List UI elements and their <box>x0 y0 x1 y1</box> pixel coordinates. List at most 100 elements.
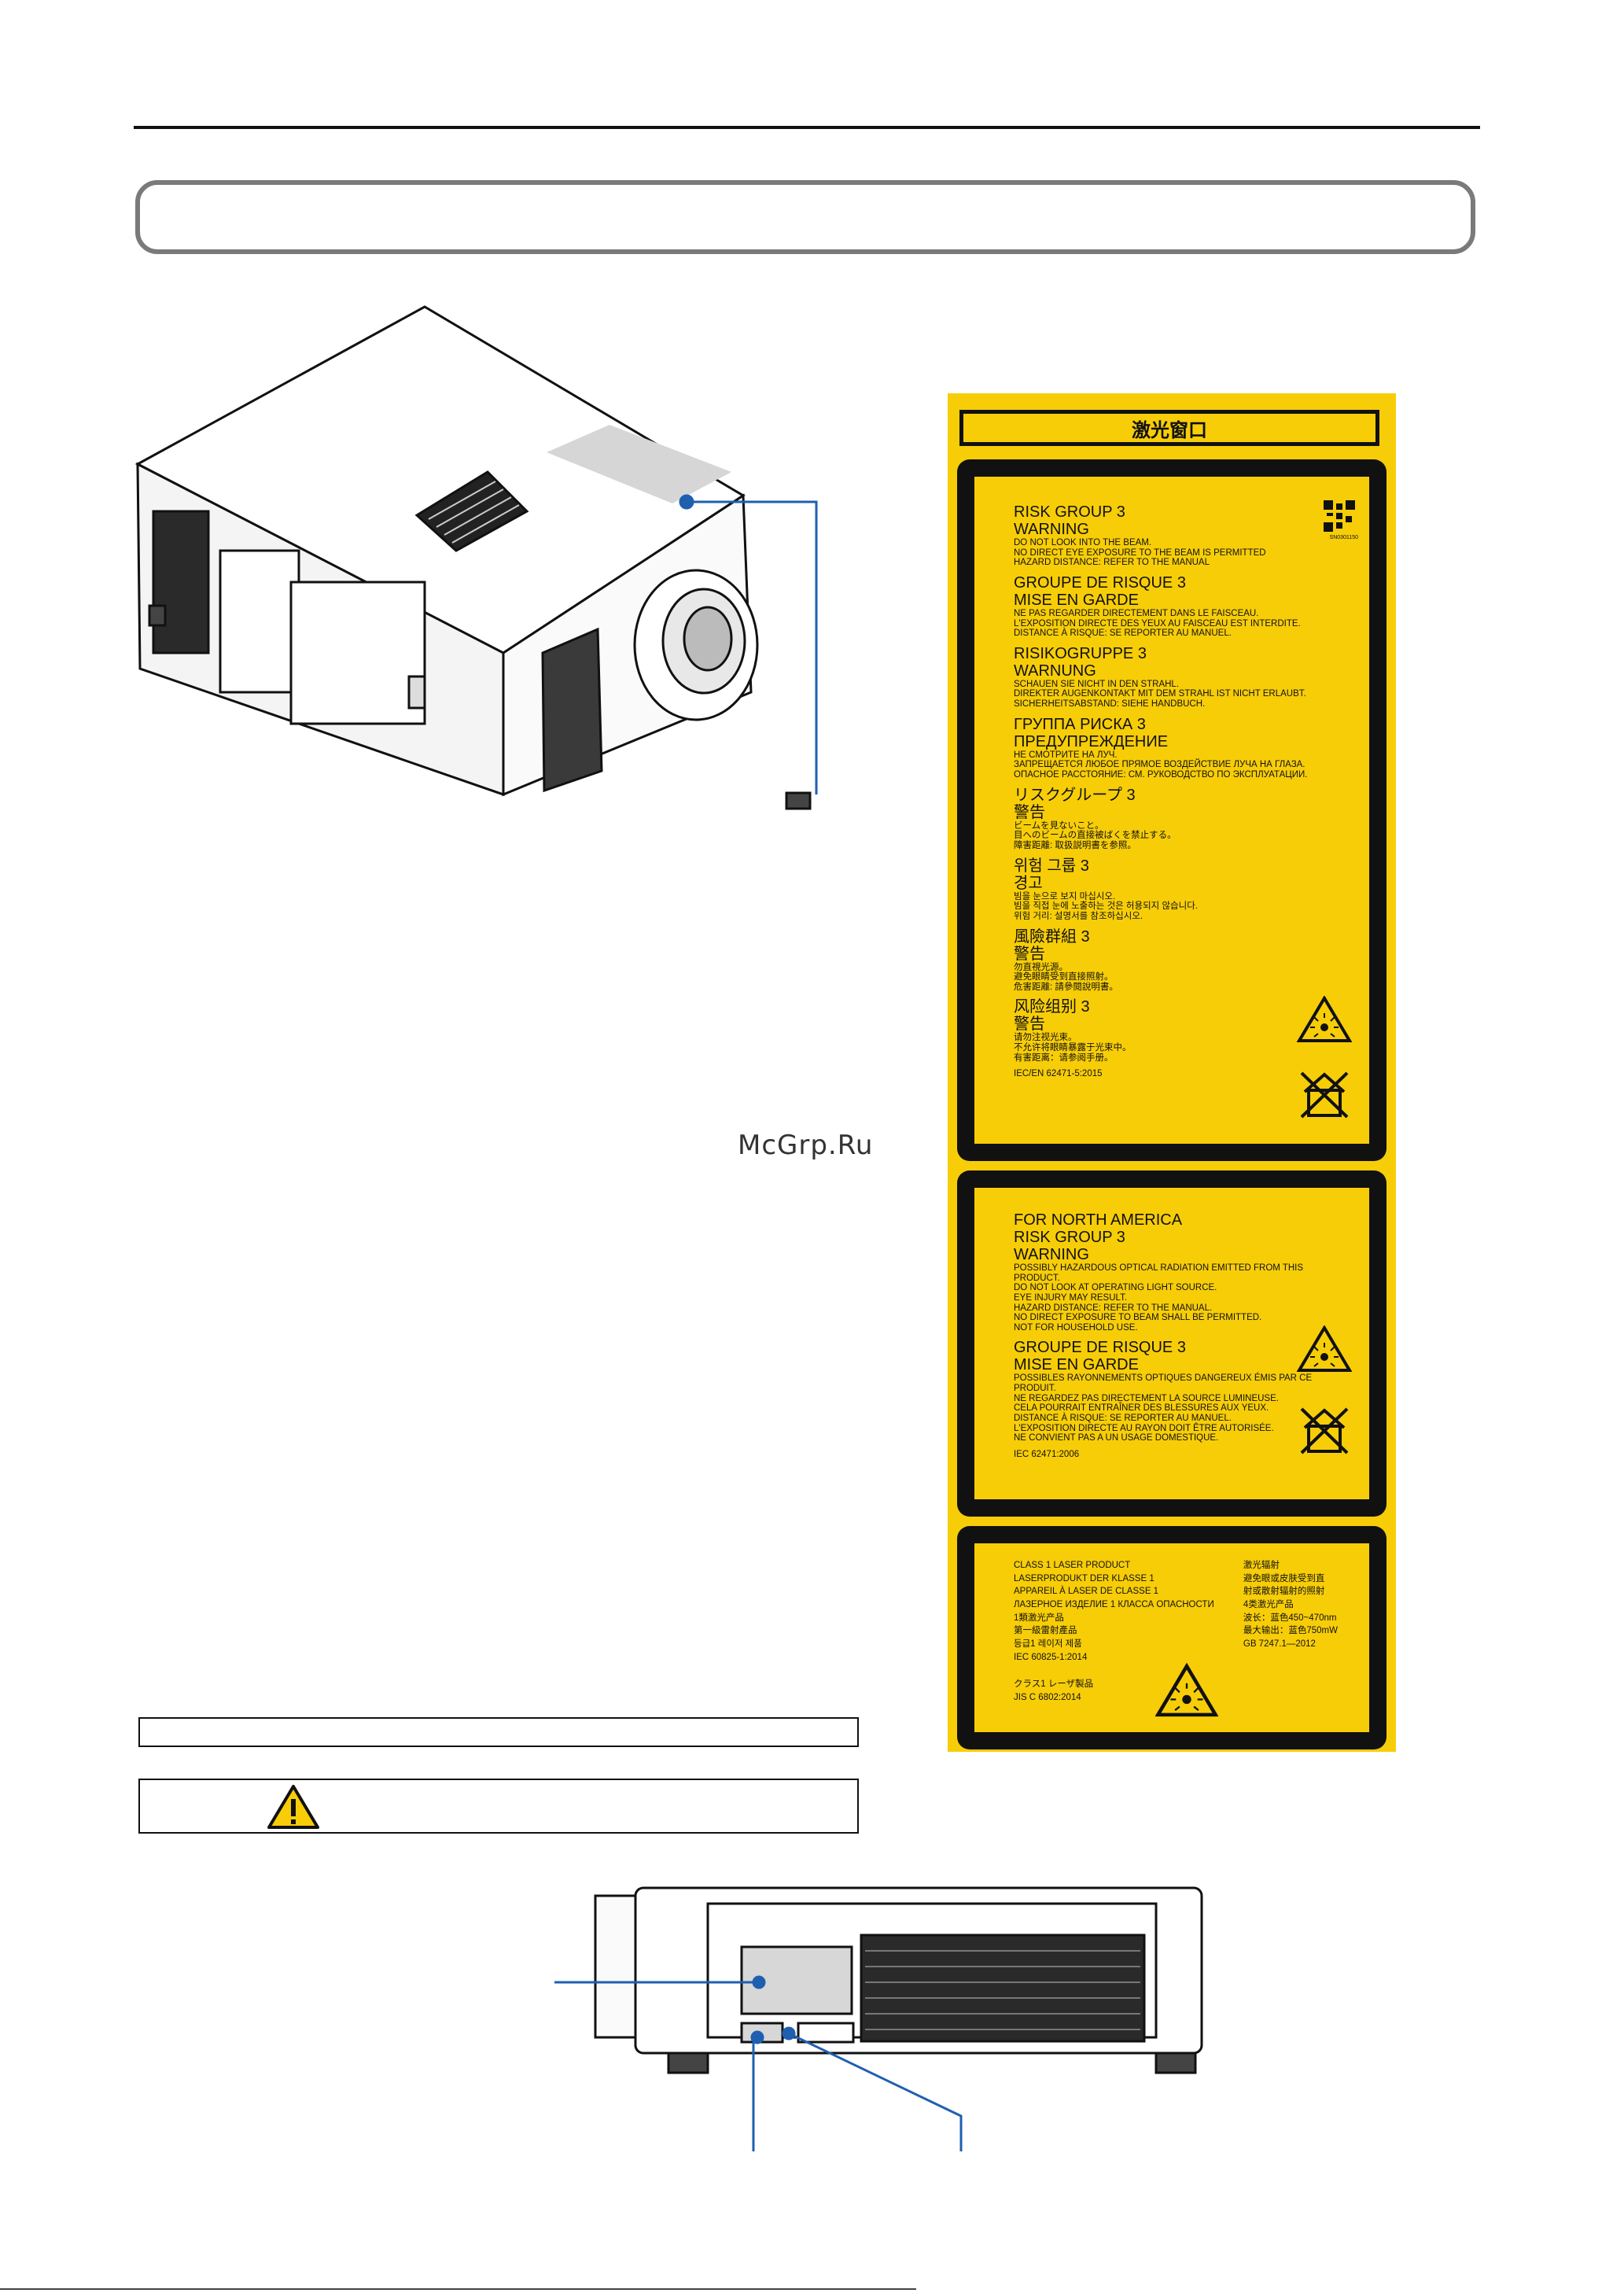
bottom-rule <box>0 2288 916 2290</box>
block-line: CELA POURRAIT ENTRAÎNER DES BLESSURES AU… <box>1014 1403 1269 1414</box>
block-line: DO NOT LOOK INTO THE BEAM. <box>1014 538 1152 547</box>
class1-line: LASERPRODUKT DER KLASSE 1 <box>1014 1573 1154 1583</box>
block-line: POSSIBLES RAYONNEMENTS OPTIQUES DANGEREU… <box>1014 1373 1313 1394</box>
block-title: ГРУППА РИСКА 3 <box>1014 715 1146 733</box>
block-subtitle: 警告 <box>1014 1016 1045 1034</box>
block-line: DISTANCE À RISQUE: SE REPORTER AU MANUEL… <box>1014 1414 1232 1424</box>
block-line: NOT FOR HOUSEHOLD USE. <box>1014 1322 1138 1333</box>
label-panel-north-america: FOR NORTH AMERICA RISK GROUP 3 WARNING P… <box>957 1170 1386 1517</box>
watermark: McGrp.Ru <box>738 1130 874 1161</box>
projector-perspective-drawing <box>134 305 812 810</box>
block-line: НЕ СМОТРИТЕ НА ЛУЧ. <box>1014 750 1118 760</box>
block-line: DIREKTER AUGENKONTAKT MIT DEM STRAHL IST… <box>1014 689 1306 699</box>
block-title: GROUPE DE RISQUE 3 <box>1014 573 1186 592</box>
block-title: RISK GROUP 3 <box>1014 1229 1125 1246</box>
class1-line: APPAREIL À LASER DE CLASSE 1 <box>1014 1587 1159 1597</box>
block-line: 避免眼睛受到直接照射。 <box>1014 972 1114 982</box>
class1-cn-line: 避免眼或皮肤受到直 <box>1243 1573 1325 1583</box>
not-for-household-use-icon <box>1300 1071 1349 1119</box>
class1-cn-line: GB 7247.1—2012 <box>1243 1639 1316 1650</box>
label-header-text: 激光窗口 <box>1132 418 1207 441</box>
block-line: 不允许将眼睛暴露于光束中。 <box>1014 1043 1132 1053</box>
block-line: 目へのビームの直接被ばくを禁止する。 <box>1014 831 1177 841</box>
class1-jis-line: JIS C 6802:2014 <box>1014 1693 1081 1703</box>
class1-cn-line: 激光辐射 <box>1243 1561 1280 1570</box>
block-subtitle: 警告 <box>1014 945 1045 963</box>
laser-hazard-icon <box>1155 1663 1218 1717</box>
block-line: DISTANCE À RISQUE: SE REPORTER AU MANUEL… <box>1014 629 1232 639</box>
block-line: NO DIRECT EYE EXPOSURE TO THE BEAM IS PE… <box>1014 547 1266 558</box>
block-subtitle: MISE EN GARDE <box>1014 1356 1139 1374</box>
warning-block-ru: ГРУППА РИСКА 3 ПРЕДУПРЕЖДЕНИЕ НЕ СМОТРИТ… <box>1014 716 1338 780</box>
block-line: DO NOT LOOK AT OPERATING LIGHT SOURCE. <box>1014 1283 1217 1293</box>
panel2-standard: IEC 62471:2006 <box>1014 1449 1080 1459</box>
panel3-content: CLASS 1 LASER PRODUCT LASERPRODUKT DER K… <box>1014 1559 1338 1705</box>
block-title: 风险组别 3 <box>1014 998 1090 1016</box>
top-rule <box>134 126 1480 129</box>
caution-triangle-icon <box>267 1785 319 1829</box>
block-line: 勿直視光源。 <box>1014 962 1068 972</box>
block-line: ビームを見ないこと。 <box>1014 820 1104 831</box>
panel2-content: FOR NORTH AMERICA RISK GROUP 3 WARNING P… <box>1014 1211 1338 1460</box>
block-subtitle: WARNUNG <box>1014 662 1096 680</box>
class1-cn-line: 波长：蓝色450~470nm <box>1243 1613 1337 1623</box>
north-america-heading: FOR NORTH AMERICA <box>1014 1211 1183 1229</box>
class1-right-column: 激光辐射 避免眼或皮肤受到直 射或散射辐射的照射 4类激光产品 波长：蓝色450… <box>1243 1559 1338 1705</box>
block-line: POSSIBLY HAZARDOUS OPTICAL RADIATION EMI… <box>1014 1263 1304 1283</box>
block-line: 请勿注视光束。 <box>1014 1033 1077 1043</box>
block-line: 위험 거리: 설명서를 참조하십시오. <box>1014 911 1143 921</box>
class1-line: 1類激光产品 <box>1014 1613 1064 1623</box>
block-subtitle: 警告 <box>1014 803 1045 821</box>
not-for-household-use-icon <box>1300 1407 1349 1454</box>
note-box <box>138 1717 859 1747</box>
callout-aperture-label <box>679 494 818 794</box>
block-subtitle: MISE EN GARDE <box>1014 591 1139 609</box>
block-line: 빔을 눈으로 보지 마십시오. <box>1014 891 1116 901</box>
block-line: L'EXPOSITION DIRECTE DES YEUX AU FAISCEA… <box>1014 618 1301 629</box>
laser-hazard-icon <box>1297 1325 1352 1372</box>
class1-line: ЛАЗЕРНОЕ ИЗДЕЛИЕ 1 КЛАССА ОПАСНОСТИ <box>1014 1600 1214 1610</box>
label-panel-class1: CLASS 1 LASER PRODUCT LASERPRODUKT DER K… <box>957 1526 1386 1749</box>
block-line: NO DIRECT EXPOSURE TO BEAM SHALL BE PERM… <box>1014 1313 1262 1323</box>
block-title: リスクグループ 3 <box>1014 786 1136 804</box>
class1-cn-line: 射或散射辐射的照射 <box>1243 1587 1325 1597</box>
block-line: NE REGARDEZ PAS DIRECTEMENT LA SOURCE LU… <box>1014 1393 1279 1403</box>
block-line: ЗАПРЕЩАЕТСЯ ЛЮБОЕ ПРЯМОЕ ВОЗДЕЙСТВИЕ ЛУЧ… <box>1014 760 1305 770</box>
class1-line: IEC 60825-1:2014 <box>1014 1652 1088 1662</box>
block-title: 위험 그룹 3 <box>1014 857 1089 875</box>
block-line: ОПАСНОЕ РАССТОЯНИЕ: СМ. РУКОВОДСТВО ПО Э… <box>1014 770 1308 780</box>
block-line: HAZARD DISTANCE: REFER TO THE MANUAL <box>1014 558 1210 568</box>
class1-line: CLASS 1 LASER PRODUCT <box>1014 1561 1131 1570</box>
block-line: SICHERHEITSABSTAND: SIEHE HANDBUCH. <box>1014 699 1206 710</box>
qr-code-icon <box>1324 500 1355 532</box>
panel1-standard: IEC/EN 62471-5:2015 <box>1014 1069 1103 1079</box>
block-line: NE PAS REGARDER DIRECTEMENT DANS LE FAIS… <box>1014 608 1259 618</box>
block-title: RISIKOGRUPPE 3 <box>1014 644 1147 662</box>
callout-side-labels <box>554 1975 963 2151</box>
block-line: EYE INJURY MAY RESULT. <box>1014 1292 1128 1303</box>
block-subtitle: WARNING <box>1014 521 1089 538</box>
warning-block-fr: GROUPE DE RISQUE 3 MISE EN GARDE NE PAS … <box>1014 574 1338 639</box>
qr-code-caption: SN0301150 <box>1329 535 1358 540</box>
block-title: 風險群組 3 <box>1014 927 1090 946</box>
block-line: NE CONVIENT PAS A UN USAGE DOMESTIQUE. <box>1014 1433 1219 1443</box>
class1-line: 등급1 레이저 제품 <box>1014 1639 1082 1650</box>
block-line: SCHAUEN SIE NICHT IN DEN STRAHL. <box>1014 679 1180 689</box>
laser-hazard-icon <box>1297 996 1352 1042</box>
block-line: HAZARD DISTANCE: REFER TO THE MANUAL. <box>1014 1303 1213 1313</box>
label-header: 激光窗口 <box>959 410 1379 446</box>
warning-block-en: RISK GROUP 3 WARNING DO NOT LOOK INTO TH… <box>1014 503 1338 568</box>
class1-cn-line: 4类激光产品 <box>1243 1600 1294 1610</box>
warning-block-fr-na: GROUPE DE RISQUE 3 MISE EN GARDE POSSIBL… <box>1014 1339 1338 1443</box>
block-line: 障害距離: 取扱説明書を参照。 <box>1014 840 1136 850</box>
class1-line: 第一級雷射產品 <box>1014 1626 1077 1636</box>
warning-block-ja: リスクグループ 3 警告 ビームを見ないこと。 目へのビームの直接被ばくを禁止す… <box>1014 787 1338 851</box>
class1-jis-line: クラス1 レーザ製品 <box>1014 1679 1094 1690</box>
block-subtitle: 경고 <box>1014 874 1043 892</box>
block-title: GROUPE DE RISQUE 3 <box>1014 1339 1186 1357</box>
block-line: 有害距离：请参阅手册。 <box>1014 1052 1114 1063</box>
block-line: 빔을 직접 눈에 노출하는 것은 허용되지 않습니다. <box>1014 901 1198 912</box>
class1-cn-line: 最大输出：蓝色750mW <box>1243 1626 1338 1636</box>
projector-side-drawing <box>594 1886 1203 2074</box>
